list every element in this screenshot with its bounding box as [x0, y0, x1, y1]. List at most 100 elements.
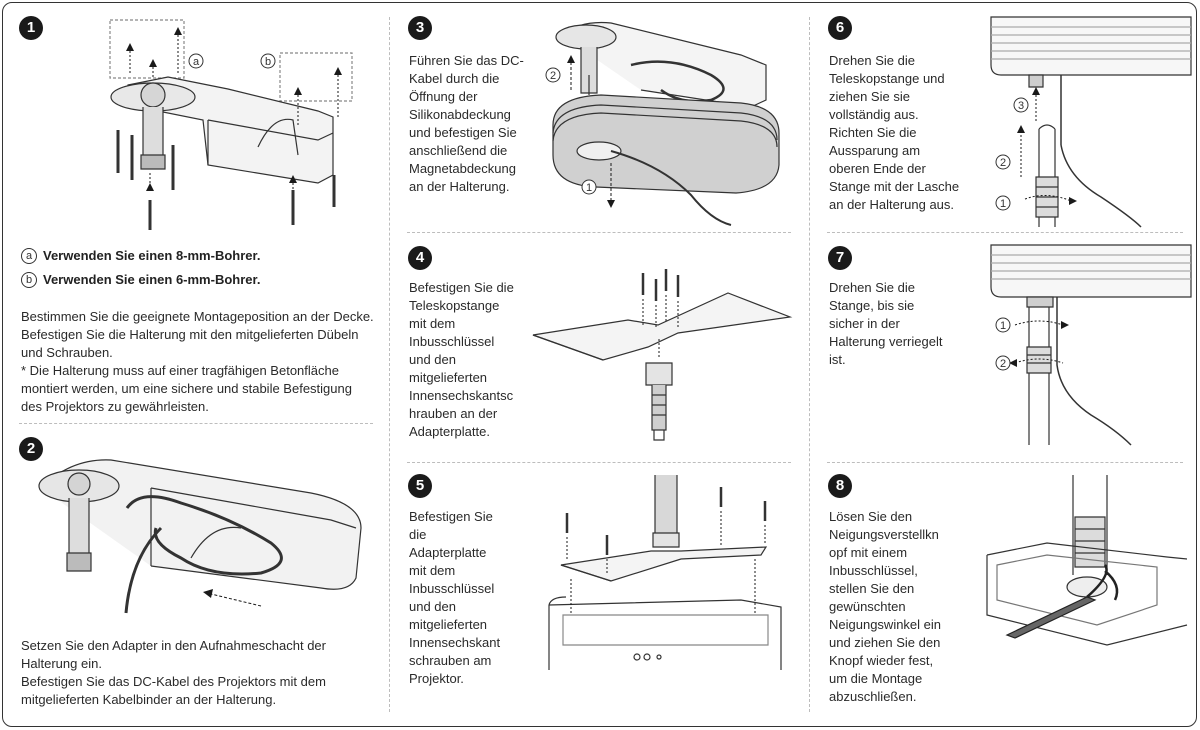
step-3-label-1: 1 — [586, 182, 592, 194]
step-8-illustration — [987, 475, 1187, 675]
step-6-line: Aussparung am — [829, 143, 921, 158]
row-divider-step4-step5 — [407, 462, 791, 463]
step-5-number: 5 — [408, 474, 432, 498]
step-5-line: mitgelieferten — [409, 617, 488, 632]
note-a-text: Verwenden Sie einen 8-mm-Bohrer. — [43, 248, 261, 263]
step-7-line: Halterung verriegelt — [829, 334, 943, 349]
step-1-line: montiert werden, um eine sichere und sta… — [21, 381, 352, 396]
step-1-instructions: Bestimmen Sie die geeignete Montageposit… — [21, 308, 381, 416]
step-6-line: Teleskopstange und — [829, 71, 945, 86]
step-2-illustration — [31, 448, 371, 618]
step-7-line: ist. — [829, 352, 846, 367]
step-6-line: an der Halterung aus. — [829, 197, 955, 212]
step-7-number: 7 — [828, 246, 852, 270]
step-4-line: Teleskopstange — [409, 298, 500, 313]
step-7-line: sicher in der — [829, 316, 900, 331]
step-7-label-2: 2 — [1000, 358, 1006, 370]
step-6-number: 6 — [828, 16, 852, 40]
step-3-label-2: 2 — [550, 70, 556, 82]
step-1-label-b: b — [265, 56, 271, 68]
step-1-label-a: a — [193, 56, 200, 68]
step-5-line: Innensechskant — [409, 635, 501, 650]
step-4-line: mitgelieferten — [409, 370, 488, 385]
step-5-line: Adapterplatte — [409, 545, 487, 560]
step-7-line: Drehen Sie die — [829, 280, 915, 295]
row-divider-step6-step7 — [827, 232, 1183, 233]
step-6-label-3: 3 — [1018, 100, 1024, 112]
step-5-line: schrauben am — [409, 653, 492, 668]
step-8-line: um die Montage — [829, 671, 923, 686]
step-3-number: 3 — [408, 16, 432, 40]
step-8-line: Neigungswinkel ein — [829, 617, 942, 632]
step-2-line: Setzen Sie den Adapter in den Aufnahmesc… — [21, 638, 326, 653]
step-8-line: Inbusschlüssel, — [829, 563, 918, 578]
step-3-instructions: Führen Sie das DC- Kabel durch die Öffnu… — [409, 52, 549, 196]
step-6-label-1: 1 — [1000, 198, 1006, 210]
step-2-line: Halterung ein. — [21, 656, 102, 671]
step-5-line: die — [409, 527, 427, 542]
step-3-line: Kabel durch die — [409, 71, 500, 86]
step-6-line: ziehen Sie sie — [829, 89, 910, 104]
step-7-label-1: 1 — [1000, 320, 1006, 332]
step-8-line: und ziehen Sie den — [829, 635, 941, 650]
step-8-line: Neigungsverstellkn — [829, 527, 939, 542]
step-8-line: gewünschten — [829, 599, 906, 614]
note-b-badge: b — [21, 272, 37, 288]
step-6-line: oberen Ende der — [829, 161, 926, 176]
step-8-line: Lösen Sie den — [829, 509, 913, 524]
step-7-illustration: 1 2 — [991, 245, 1191, 450]
step-5-illustration — [541, 475, 791, 670]
step-5-line: und den — [409, 599, 456, 614]
step-5-instructions: Befestigen Sie die Adapterplatte mit dem… — [409, 508, 549, 688]
step-1-line: und Schrauben. — [21, 345, 113, 360]
step-4-line: mit dem — [409, 316, 456, 331]
step-3-line: Führen Sie das DC- — [409, 53, 524, 68]
step-8-line: Knopf wieder fest, — [829, 653, 934, 668]
step-3-illustration: 2 1 — [541, 15, 786, 230]
step-6-instructions: Drehen Sie die Teleskopstange und ziehen… — [829, 52, 989, 214]
step-7-line: Stange, bis sie — [829, 298, 915, 313]
step-1-line: des Projektors zu gewährleisten. — [21, 399, 209, 414]
step-1-note-a: a Verwenden Sie einen 8-mm-Bohrer. — [21, 247, 260, 265]
step-4-line: Inbusschlüssel — [409, 334, 495, 349]
column-divider-2 — [809, 17, 810, 712]
step-8-line: stellen Sie den — [829, 581, 915, 596]
step-6-label-2: 2 — [1000, 157, 1006, 169]
step-6-line: Stange mit der Lasche — [829, 179, 960, 194]
step-8-instructions: Lösen Sie den Neigungsverstellkn opf mit… — [829, 508, 979, 706]
step-1-number: 1 — [19, 16, 43, 40]
step-1-note-b: b Verwenden Sie einen 6-mm-Bohrer. — [21, 271, 260, 289]
step-3-line: und befestigen Sie — [409, 125, 517, 140]
step-4-line: Innensechskantsc — [409, 388, 514, 403]
step-8-line: opf mit einem — [829, 545, 908, 560]
step-1-line: Bestimmen Sie die geeignete Montageposit… — [21, 309, 374, 324]
step-4-line: hrauben an der — [409, 406, 498, 421]
step-6-line: Richten Sie die — [829, 125, 917, 140]
step-2-line: mitgelieferten Kabelbinder an der Halter… — [21, 692, 277, 707]
step-8-number: 8 — [828, 474, 852, 498]
step-5-line: mit dem — [409, 563, 456, 578]
step-3-line: Magnetabdeckung — [409, 161, 516, 176]
row-divider-step3-step4 — [407, 232, 791, 233]
step-7-instructions: Drehen Sie die Stange, bis sie sicher in… — [829, 279, 979, 369]
step-3-line: an der Halterung. — [409, 179, 510, 194]
step-2-line: Befestigen Sie das DC-Kabel des Projekto… — [21, 674, 326, 689]
row-divider-step1-step2 — [19, 423, 373, 424]
step-6-illustration: 3 2 1 — [991, 17, 1191, 227]
step-6-line: Drehen Sie die — [829, 53, 915, 68]
column-divider-1 — [389, 17, 390, 712]
step-1-illustration: a b — [98, 15, 368, 235]
step-3-line: Silikonabdeckung — [409, 107, 511, 122]
step-5-line: Inbusschlüssel — [409, 581, 495, 596]
row-divider-step7-step8 — [827, 462, 1183, 463]
step-3-line: anschließend die — [409, 143, 508, 158]
step-5-line: Projektor. — [409, 671, 464, 686]
step-5-line: Befestigen Sie — [409, 509, 493, 524]
note-b-text: Verwenden Sie einen 6-mm-Bohrer. — [43, 272, 261, 287]
step-4-instructions: Befestigen Sie die Teleskopstange mit de… — [409, 279, 549, 441]
step-4-line: Befestigen Sie die — [409, 280, 514, 295]
step-4-line: Adapterplatte. — [409, 424, 490, 439]
step-2-number: 2 — [19, 437, 43, 461]
note-a-badge: a — [21, 248, 37, 264]
